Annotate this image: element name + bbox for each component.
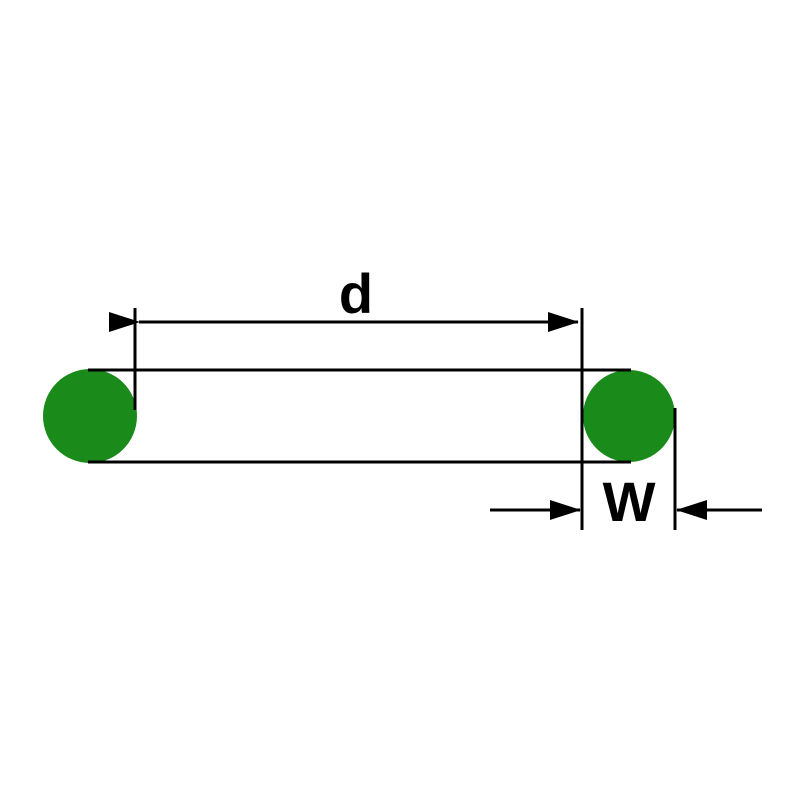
oring-left-cross-section: [43, 369, 137, 463]
inner-diameter-label: d: [339, 262, 373, 325]
cross-section-width-label: W: [603, 470, 656, 533]
oring-right-cross-section: [583, 370, 675, 462]
